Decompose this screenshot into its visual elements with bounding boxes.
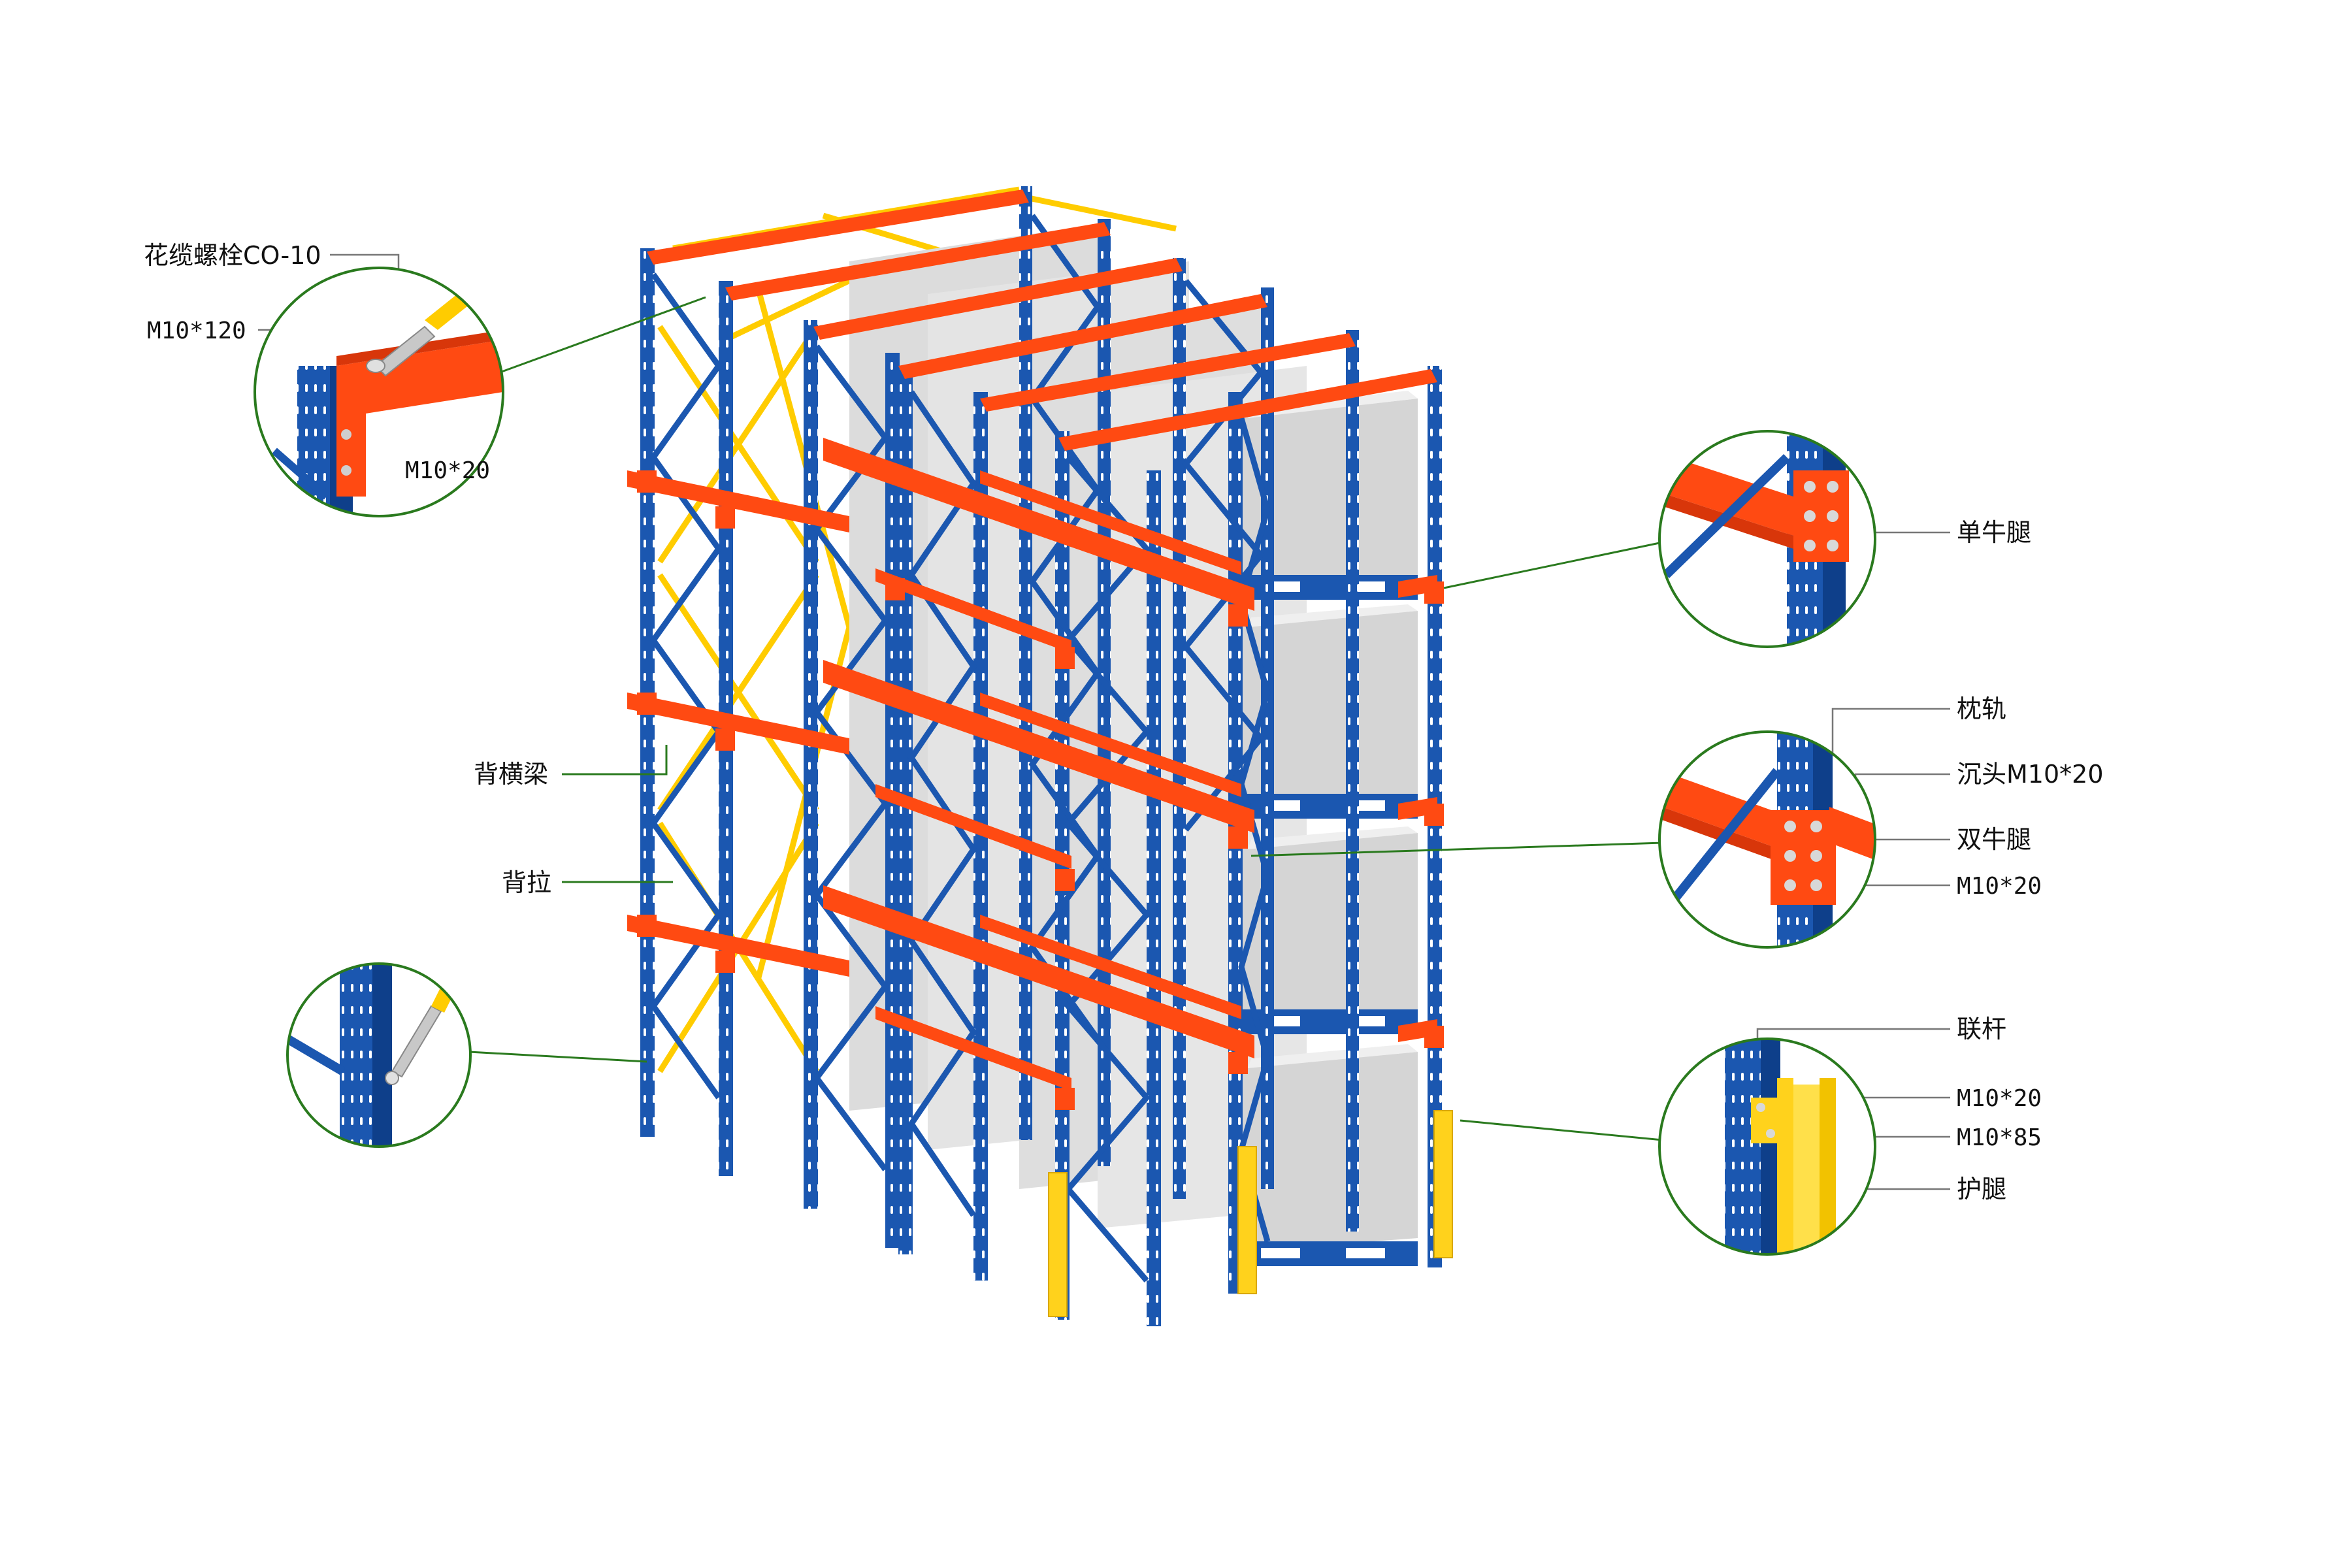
label-tie-bar: 联杆 <box>1957 1015 2006 1043</box>
bracket-icon <box>1055 647 1075 669</box>
label-bolt-m10x20-mid: M10*20 <box>1957 873 2042 900</box>
bracket-icon <box>1424 1026 1444 1048</box>
label-rail: 枕轨 <box>1957 694 2006 723</box>
bracket-icon <box>1055 1088 1075 1110</box>
bracket-icon <box>715 728 735 751</box>
label-bolt-m10x20-bottom: M10*20 <box>1957 1085 2042 1112</box>
upright <box>1346 330 1359 1232</box>
leg-guard-icon <box>1238 1147 1256 1294</box>
bolt-icon <box>341 429 351 440</box>
label-countersunk-bolt: 沉头M10*20 <box>1957 760 2104 789</box>
rack-structure <box>627 186 1452 1326</box>
bracket-icon <box>1424 581 1444 604</box>
callout-back-brace-detail <box>287 954 470 1163</box>
bracket-icon <box>1055 869 1075 891</box>
bracket-icon <box>1228 826 1248 849</box>
callout-leg-guard-detail <box>1659 1026 1875 1274</box>
label-turnbuckle: 花缆螺栓CO-10 <box>144 241 321 270</box>
label-single-bracket: 单牛腿 <box>1957 518 2031 547</box>
callout-turnbuckle-detail <box>255 268 503 575</box>
bracket-icon <box>885 578 905 600</box>
label-double-bracket: 双牛腿 <box>1957 825 2031 854</box>
upright <box>1147 470 1161 1326</box>
leg-guard-icon <box>1049 1173 1067 1316</box>
bracket-icon <box>637 693 657 715</box>
bracket-icon <box>1228 604 1248 627</box>
bracket-icon <box>637 470 657 493</box>
upright <box>1098 219 1111 1166</box>
bolt-icon <box>1756 1103 1765 1112</box>
bracket-icon <box>1228 1052 1248 1074</box>
label-back-brace: 背拉 <box>502 868 551 897</box>
bracket-icon <box>715 506 735 529</box>
bolt-icon <box>1766 1129 1775 1138</box>
upright <box>1019 186 1032 1140</box>
bolt-icon <box>341 465 351 476</box>
upright <box>1173 258 1186 1199</box>
bracket-icon <box>1424 804 1444 826</box>
leg-guard-icon <box>1434 1111 1452 1258</box>
label-back-beam: 背横梁 <box>474 760 548 789</box>
bracket-icon <box>1793 470 1849 562</box>
label-bolt-m10x120: M10*120 <box>147 318 246 344</box>
label-leg-guard: 护腿 <box>1957 1175 2006 1203</box>
callout-single-bracket-detail <box>1653 418 1875 666</box>
label-bolt-m10x85: M10*85 <box>1957 1124 2042 1151</box>
bracket-icon <box>637 915 657 937</box>
bracket-icon <box>715 951 735 973</box>
callout-double-bracket-detail <box>1653 719 1882 967</box>
label-bolt-m10x20-top: M10*20 <box>405 457 490 484</box>
bracket-icon <box>1771 810 1836 905</box>
